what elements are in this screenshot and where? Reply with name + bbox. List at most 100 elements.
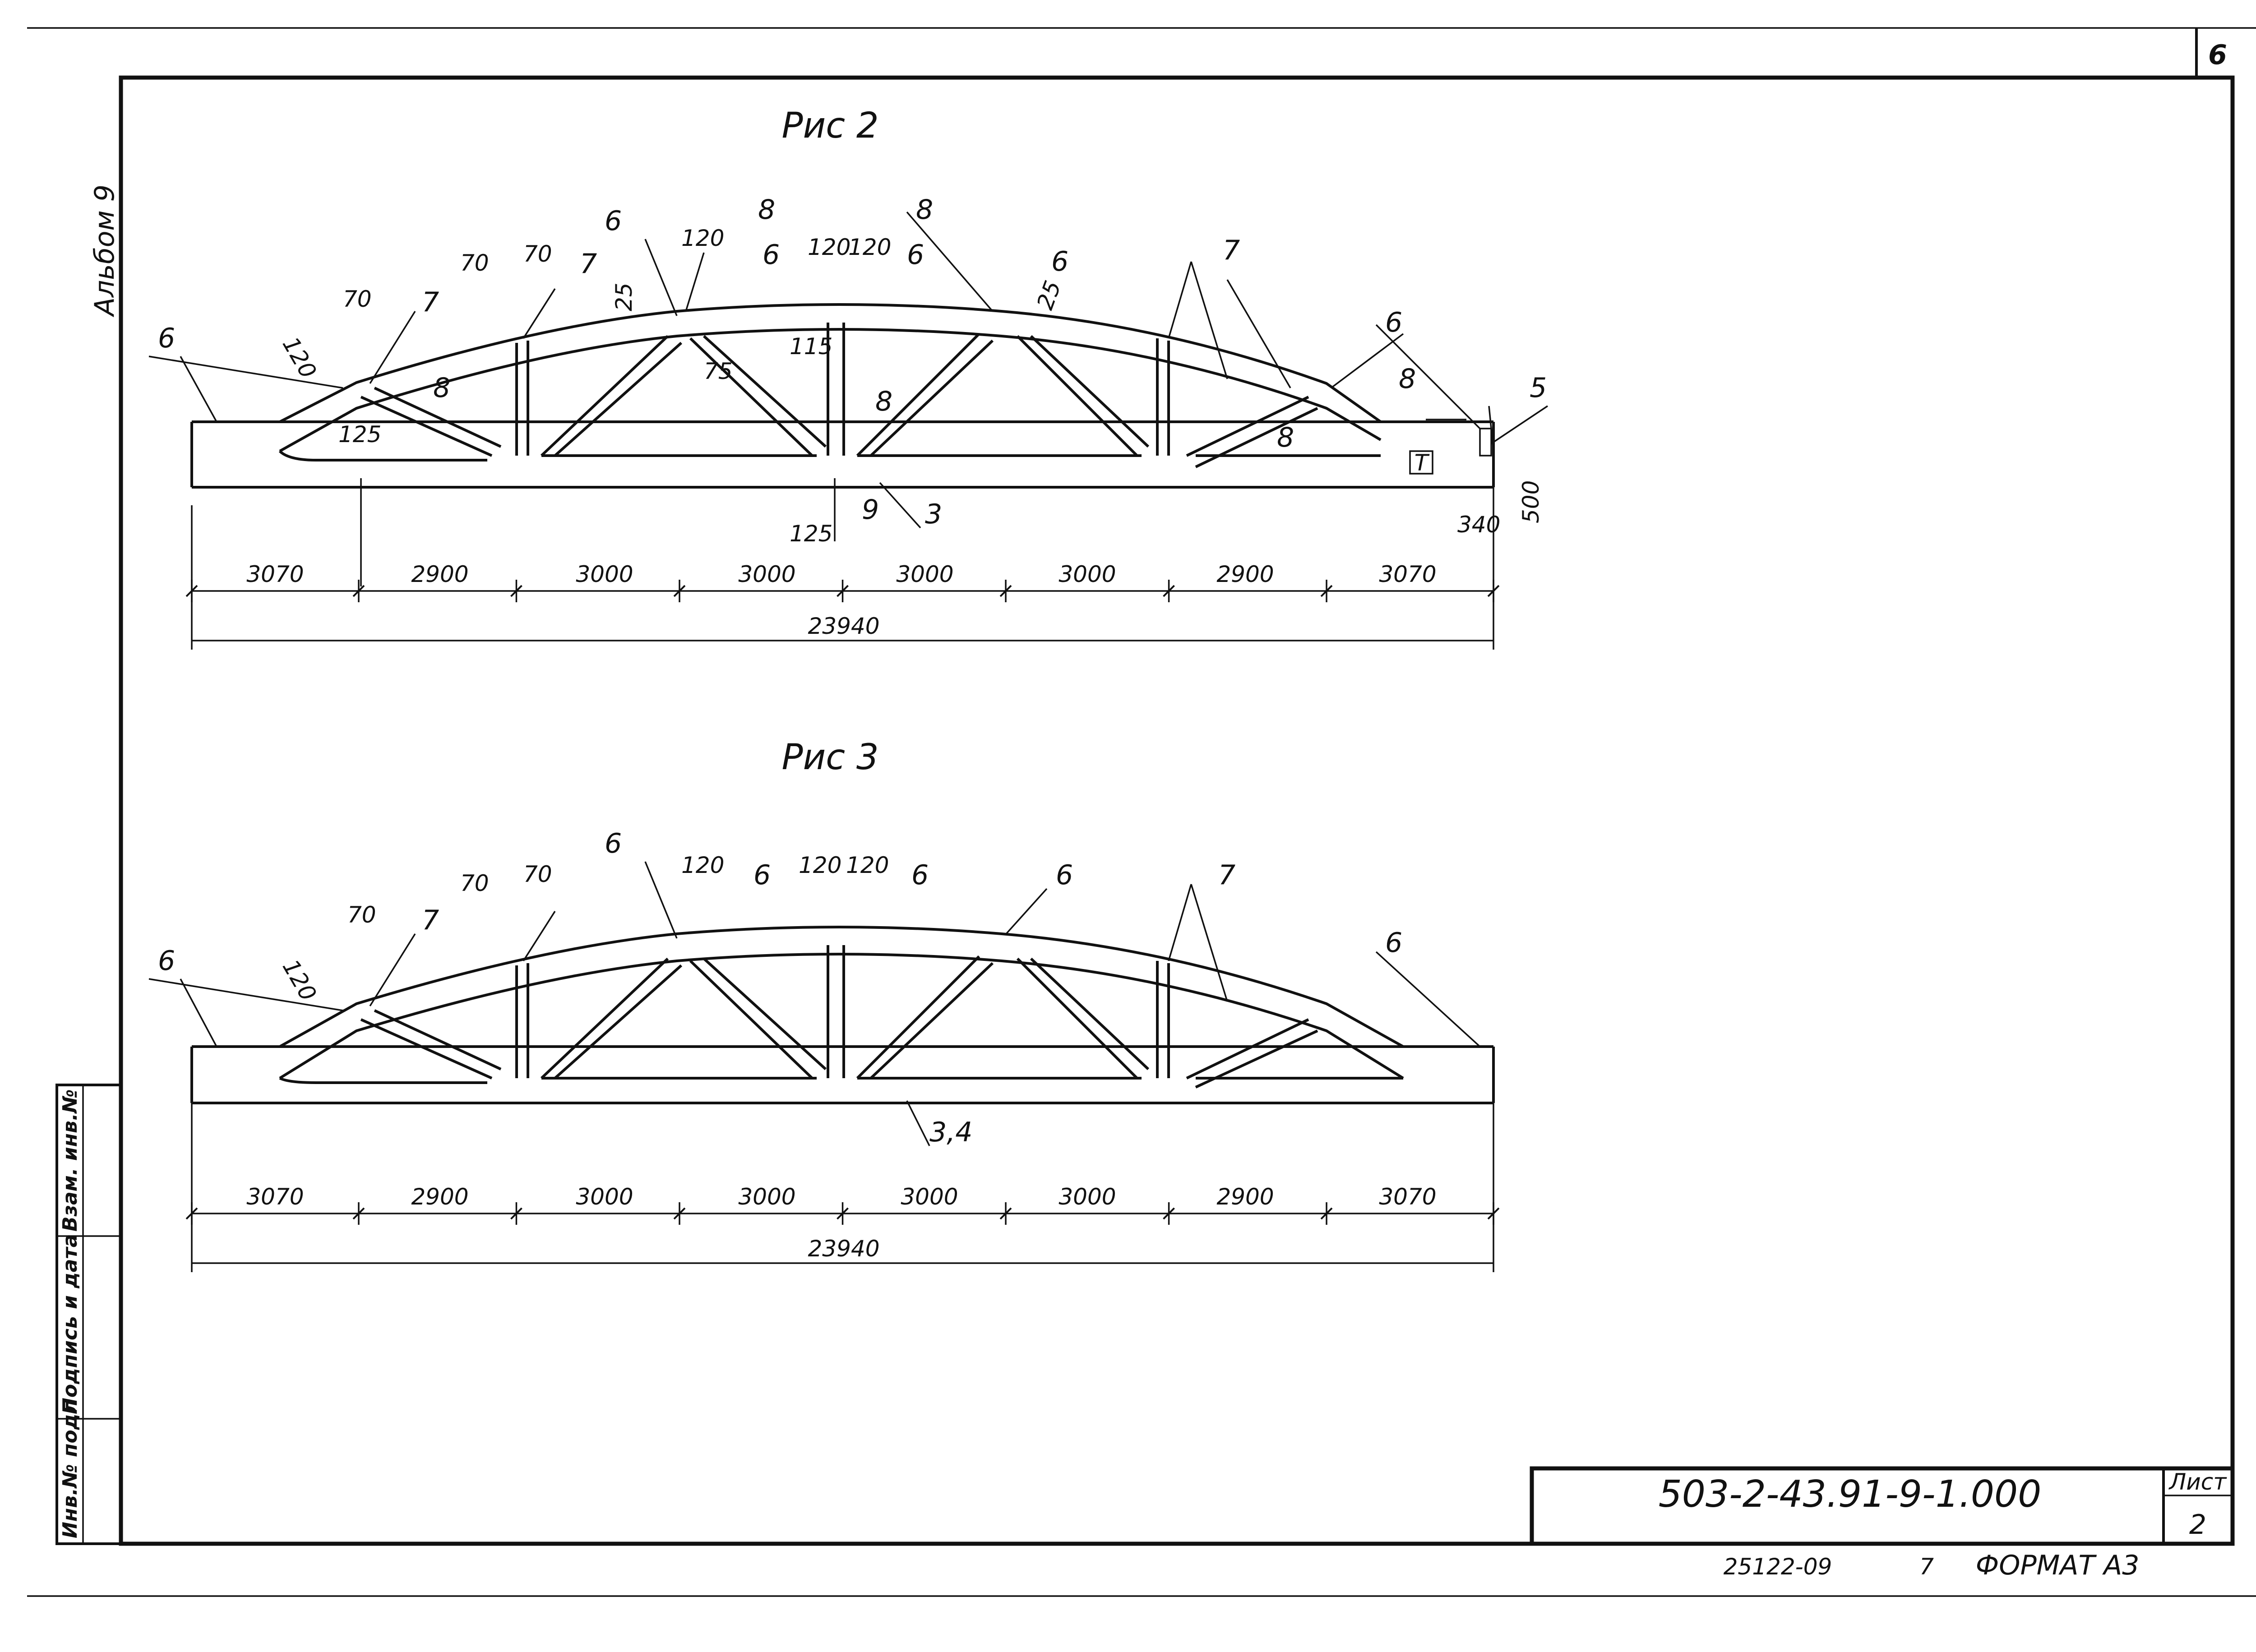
- fig3-dim-70-a: 70: [347, 902, 376, 928]
- fig2-span-4: 3000: [738, 561, 795, 587]
- fig3-callout-7-b: 7: [1218, 859, 1235, 891]
- fig3-callouts: 6 6 6 6 6 6 7 7 3,4: [158, 828, 1402, 1148]
- fig2-callout-6-right: 6: [1385, 307, 1402, 338]
- fig2-callout-8-f: 8: [1399, 363, 1416, 395]
- fig3-span-5: 3000: [901, 1184, 958, 1210]
- fig2-span-5: 3000: [896, 561, 953, 587]
- fig2-span-2: 2900: [411, 561, 468, 587]
- fig3-tick-slash-4: [837, 1207, 849, 1220]
- sheet-number: 2: [2189, 1509, 2206, 1541]
- fig2-dim-125-b: 125: [790, 521, 832, 547]
- fig3-tick-slash-0: [185, 1207, 198, 1220]
- sheet-label: Лист: [2168, 1469, 2228, 1495]
- fig3-tick-slash-2: [510, 1207, 522, 1220]
- fig2-span-3: 3000: [576, 561, 633, 587]
- side-stamp: [55, 1084, 122, 1545]
- fig2-span-7: 2900: [1216, 561, 1274, 587]
- album-label: Альбом 9: [89, 185, 120, 318]
- fig2-callout-5: 5: [1530, 372, 1547, 404]
- fig2-tick-slash-6: [1163, 585, 1175, 597]
- stamp-inv-podl: Инв.№ подл: [59, 1399, 82, 1538]
- fig2-dim-120-a: 120: [277, 332, 322, 383]
- fig2-dim-120-c: 120: [808, 234, 851, 260]
- fig3-tick-slash-7: [1320, 1207, 1333, 1220]
- fig2-callout-6-left: 6: [158, 323, 175, 354]
- fig3-tick-slash-8: [1487, 1207, 1500, 1220]
- fig2-tick-slash-8: [1487, 585, 1500, 597]
- fig2-callouts: 6 6 6 6 6 6 7 7 7 8 8 8 8 8 8 5 9 3 T: [158, 194, 1547, 530]
- fig2-dim-70-b: 70: [460, 250, 489, 276]
- fig2-spans: 3070 2900 3000 3000 3000 3000 2900 3070 …: [246, 561, 1436, 639]
- fig2-callout-6-a: 6: [605, 205, 622, 237]
- fig2-tick-slash-2: [510, 585, 522, 597]
- fig3-leaders: [148, 861, 1481, 1146]
- corner-number: 6: [2208, 39, 2227, 71]
- fig2-dim-125-a: 125: [338, 421, 381, 448]
- fig2-span-8: 3070: [1379, 561, 1436, 587]
- fig2-span-6: 3000: [1059, 561, 1116, 587]
- fig2-callout-7-c: 7: [1223, 235, 1240, 266]
- fig2-tick-slash-1: [352, 585, 365, 597]
- fig3-span-4: 3000: [738, 1184, 795, 1210]
- fig2-dim-70-a: 70: [343, 286, 372, 312]
- fig2-total: 23940: [808, 613, 879, 639]
- fig2-callout-8-b: 8: [758, 194, 775, 226]
- fig2-callout-6-c: 6: [907, 239, 924, 271]
- fig3-tick-slash-1: [352, 1207, 365, 1220]
- fig2-callout-8-e: 8: [1277, 422, 1294, 453]
- document-code: 503-2-43.91-9-1.000: [1659, 1473, 2042, 1516]
- fig3-callout-6-left: 6: [158, 945, 175, 977]
- fig2-span-ticks: [185, 580, 1500, 602]
- fig2-dim-500: 500: [1518, 480, 1544, 523]
- fig3-tick-slash-5: [999, 1207, 1012, 1220]
- fig3-dim-120-c: 120: [799, 852, 841, 878]
- fig2-dim-25-b: 25: [1032, 277, 1066, 313]
- fig2-callout-8-a: 8: [433, 372, 450, 404]
- stamp-podpis: Подпись и дата: [59, 1234, 82, 1414]
- fig2-callout-6-d: 6: [1051, 246, 1068, 277]
- fig2-callout-8-c: 8: [916, 194, 933, 226]
- fig3-callout-6-c: 6: [911, 859, 929, 891]
- fig2-dim-70-c: 70: [523, 241, 552, 267]
- fig3-callout-7-a: 7: [422, 904, 439, 936]
- fig3-title: Рис 3: [781, 737, 878, 778]
- fig3-span-2: 2900: [411, 1184, 468, 1210]
- fig3-callout-6-d: 6: [1056, 859, 1073, 891]
- title-block: [1530, 1466, 2235, 1546]
- fig3-tick-slash-3: [673, 1207, 686, 1220]
- fig3-dim-120-b: 120: [681, 852, 724, 878]
- fig3-span-7: 2900: [1216, 1184, 1274, 1210]
- fig3-dim-120-d: 120: [846, 852, 889, 878]
- fig3-span-8: 3070: [1379, 1184, 1436, 1210]
- fig2-tick-slash-3: [673, 585, 686, 597]
- fig3-truss: [190, 926, 1495, 1104]
- fig2-callout-7-b: 7: [580, 248, 597, 280]
- fig2-mark-t: T: [1415, 450, 1430, 476]
- fig3-callout-6-a: 6: [605, 828, 622, 859]
- bottom-number: 25122-09: [1724, 1554, 1832, 1580]
- fig3-spans: 3070 2900 3000 3000 3000 3000 2900 3070 …: [246, 1184, 1436, 1262]
- fig3-span-1: 3070: [246, 1184, 304, 1210]
- sheet-frame: [27, 27, 2256, 1597]
- fig3-tick-slash-6: [1163, 1207, 1175, 1220]
- fig2-title: Рис 2: [781, 106, 878, 146]
- fig2-dim-340: 340: [1457, 512, 1500, 538]
- fig2-callout-6-b: 6: [763, 239, 780, 271]
- fig3-span-6: 3000: [1059, 1184, 1116, 1210]
- fig2-dim-120-d: 120: [848, 234, 891, 260]
- fig2-span-1: 3070: [246, 561, 304, 587]
- fig2-callout-7-a: 7: [422, 286, 439, 318]
- fig2-truss: [190, 303, 1495, 489]
- format-label: ФОРМАТ А3: [1976, 1550, 2140, 1581]
- fig3-span-ticks: [185, 1202, 1500, 1225]
- fig2-dim-75: 75: [704, 358, 733, 384]
- fig2-tick-slash-0: [185, 585, 198, 597]
- fig3-callout-6-right: 6: [1385, 927, 1402, 959]
- fig2-small-dims: 120 70 125 70 70 25 120 75 120 120 115 1…: [277, 225, 1544, 547]
- fig2-callout-3: 3: [925, 498, 942, 530]
- fig2-tick-slash-5: [999, 585, 1012, 597]
- fig3-callout-6-b: 6: [754, 859, 771, 891]
- fig3-total: 23940: [808, 1236, 879, 1262]
- stamp-vzam: Взам. инв.№: [59, 1089, 82, 1232]
- fig2-tick-slash-7: [1320, 585, 1333, 597]
